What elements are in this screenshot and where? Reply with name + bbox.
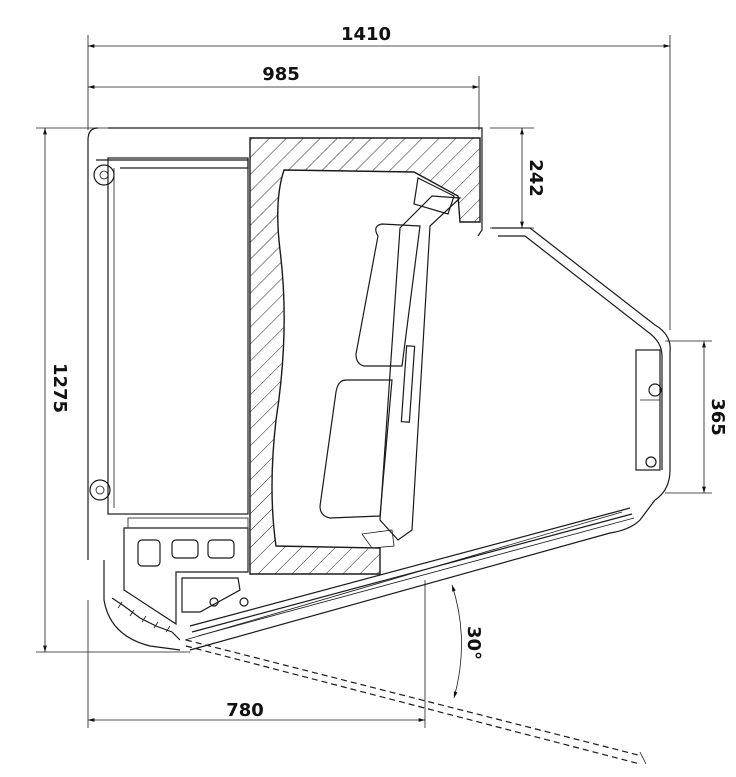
angle-30-degrees: 30° — [451, 584, 484, 699]
insulation-block — [249, 137, 481, 575]
front-glass-closed — [189, 507, 635, 637]
dimension-242: 242 — [490, 127, 546, 229]
dimension-label-1275: 1275 — [49, 363, 70, 413]
dimension-label-365: 365 — [707, 398, 728, 436]
display-shelf-unit — [319, 177, 462, 549]
base-compressor — [111, 527, 249, 641]
front-panel — [89, 157, 249, 529]
dimension-label-1410: 1410 — [341, 24, 391, 45]
dimension-label-985: 985 — [262, 64, 300, 85]
front-glass-open-dashed — [185, 639, 647, 765]
case-outline — [87, 127, 671, 651]
rear-panel — [635, 349, 662, 471]
dimension-780: 780 — [87, 580, 426, 728]
dimension-985: 985 — [88, 64, 480, 130]
dimension-label-780: 780 — [226, 700, 264, 721]
dimension-365: 365 — [665, 340, 728, 494]
dimension-label-242: 242 — [525, 159, 546, 197]
dimension-1275: 1275 — [36, 127, 190, 653]
angle-label: 30° — [463, 626, 484, 660]
dimension-1410: 1410 — [87, 24, 671, 330]
